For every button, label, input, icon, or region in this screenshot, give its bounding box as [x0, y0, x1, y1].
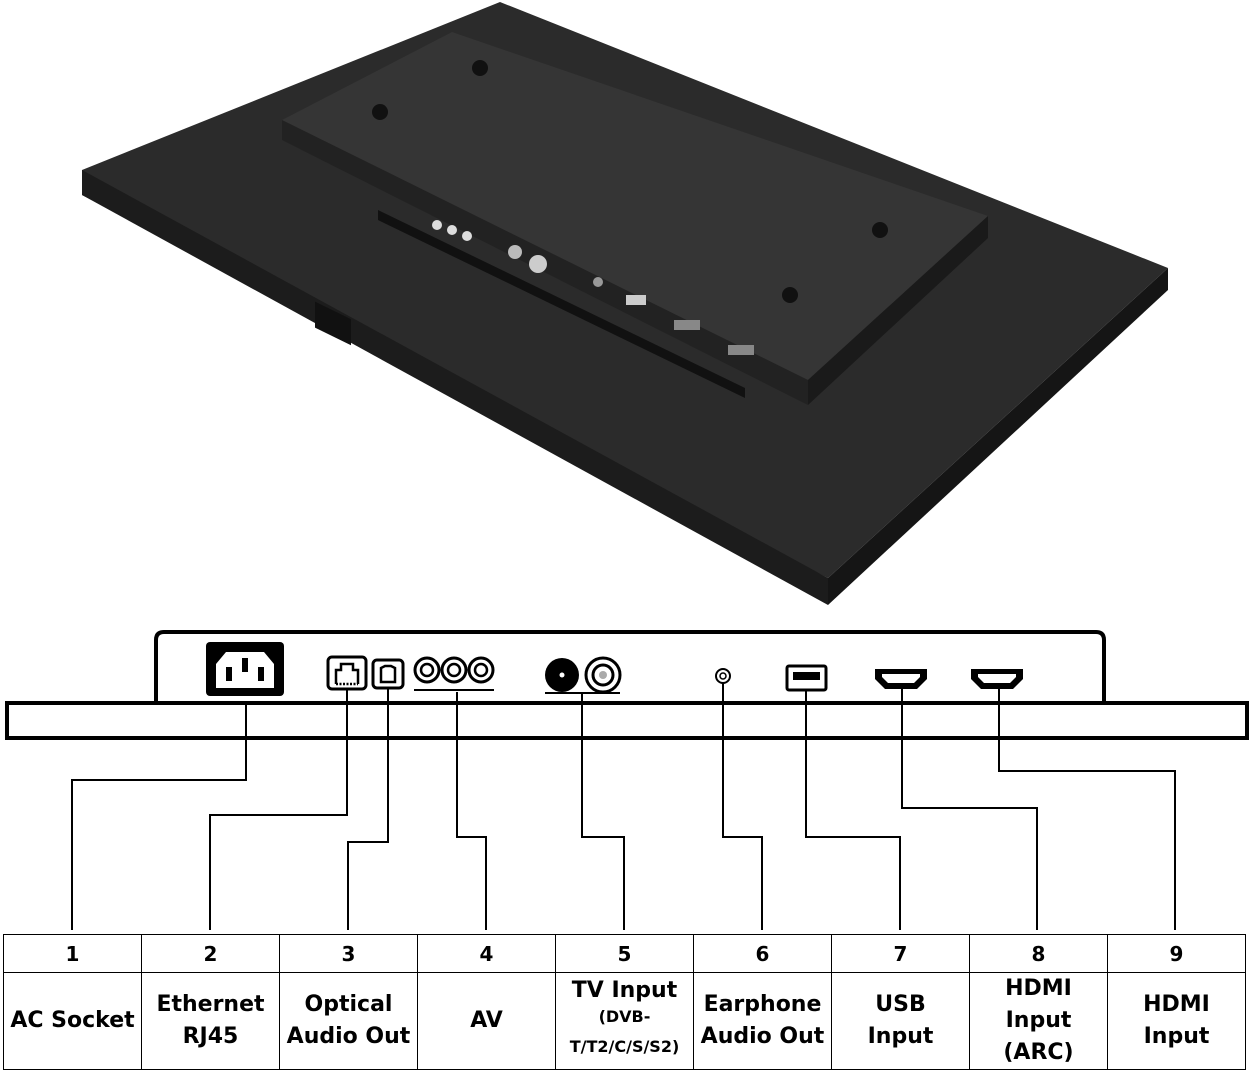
port-label: HDMI Input (ARC)	[969, 972, 1108, 1070]
leader-line-6	[722, 683, 763, 930]
port-diagram	[5, 630, 1249, 930]
port-sublabel: (DVB- T/T2/C/S/S2)	[569, 1007, 680, 1056]
port-number: 2	[141, 934, 280, 973]
port-number: 4	[417, 934, 556, 973]
port-label: Earphone Audio Out	[693, 972, 832, 1070]
port-label: Optical Audio Out	[279, 972, 418, 1070]
monitor-back-photo	[82, 2, 1168, 605]
port-number: 7	[831, 934, 970, 973]
mount-hole	[782, 287, 798, 303]
monitor-panel-edge	[82, 170, 828, 605]
leader-line-9	[998, 689, 1176, 930]
port-number: 8	[969, 934, 1108, 973]
leader-line-8	[901, 689, 1038, 930]
port-number: 9	[1107, 934, 1246, 973]
port-label: USB Input	[831, 972, 970, 1070]
mount-hole	[372, 104, 388, 120]
hdmi-port-icon	[971, 669, 1023, 689]
leader-line-2	[209, 690, 348, 930]
port-label: AV	[417, 972, 556, 1070]
leader-line-3	[347, 688, 389, 930]
port-label: Ethernet RJ45	[141, 972, 280, 1070]
port-number: 3	[279, 934, 418, 973]
tv-antenna-icon	[545, 656, 622, 694]
av-rca-icon	[413, 656, 495, 691]
hdmi-arc-port-icon	[875, 669, 927, 689]
electronics-box	[282, 32, 988, 380]
port-label-tv-input: TV Input (DVB- T/T2/C/S/S2)	[555, 972, 694, 1070]
mount-hole	[872, 222, 888, 238]
usb-port-icon	[785, 664, 828, 692]
leader-line-5	[581, 693, 625, 930]
port-label: HDMI Input	[1107, 972, 1246, 1070]
leader-line-4	[456, 692, 487, 930]
leader-lines	[71, 683, 1176, 930]
ethernet-icon	[326, 655, 368, 691]
earphone-jack-icon	[715, 668, 731, 684]
port-number: 5	[555, 934, 694, 973]
mount-hole	[472, 60, 488, 76]
port-number: 6	[693, 934, 832, 973]
port-label-strip	[378, 210, 745, 398]
leader-line-1	[71, 703, 247, 930]
leader-line-7	[805, 690, 901, 930]
panel-bar	[5, 701, 1249, 740]
optical-audio-icon	[371, 658, 405, 690]
ac-socket-photo	[315, 301, 351, 346]
box-outline	[154, 630, 1106, 703]
port-number: 1	[3, 934, 142, 973]
port-label: TV Input	[571, 978, 678, 1003]
port-label: AC Socket	[3, 972, 142, 1070]
